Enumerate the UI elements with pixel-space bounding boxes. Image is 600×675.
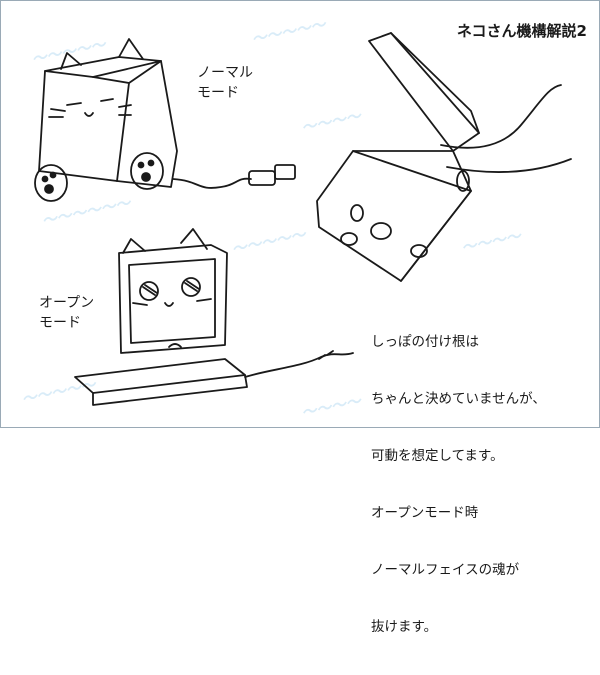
note-line: オープンモード時 (371, 505, 479, 521)
illustration-page: 〜〜〜〜〜 〜〜〜〜〜 〜〜〜〜 〜〜〜〜〜〜 〜〜〜〜〜 〜〜〜〜 〜〜〜〜〜… (0, 0, 600, 635)
explanation-note: しっぽの付け根は ちゃんと決めていませんが、 可動を想定してます。 オープンモー… (371, 295, 546, 675)
note-line: ノーマルフェイスの魂が (371, 562, 520, 578)
note-line: しっぽの付け根は (371, 334, 479, 350)
normal-mode-label: ノーマル モード (197, 65, 253, 101)
open-mode-cat-drawing (74, 228, 354, 406)
sketch-drawings (34, 32, 572, 406)
note-line: ちゃんと決めていませんが、 (371, 391, 546, 407)
note-line: 抜けます。 (371, 619, 438, 635)
side-view-cat-drawing (316, 32, 572, 282)
open-mode-label: オープン モード (39, 295, 95, 331)
normal-mode-cat-drawing (34, 38, 296, 202)
page-title: ネコさん機構解説2 (456, 22, 587, 40)
note-line: 可動を想定してます。 (371, 448, 504, 464)
